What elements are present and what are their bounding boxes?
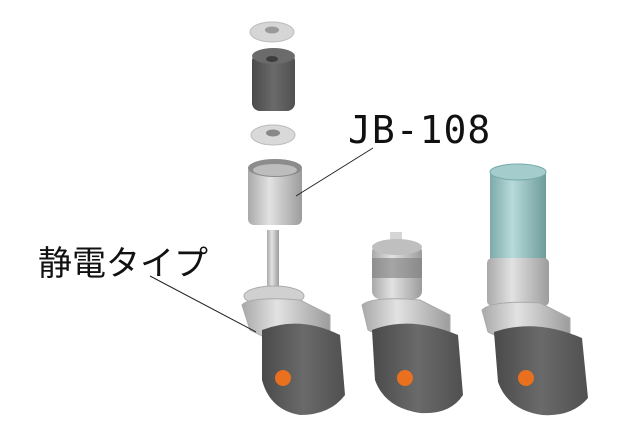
bottom-washer — [250, 124, 296, 146]
leader-line-jb-108 — [295, 147, 374, 197]
caster-with-tube — [481, 163, 588, 416]
part-number-label: JB-108 — [348, 108, 492, 152]
caster-with-cap — [361, 232, 463, 414]
rubber-bushing — [252, 48, 295, 111]
top-washer — [249, 21, 295, 43]
static-type-label: 静電タイプ — [38, 244, 208, 284]
leader-line-static — [149, 275, 257, 333]
jb-108-sleeve — [248, 159, 302, 225]
caster-static — [241, 230, 345, 415]
